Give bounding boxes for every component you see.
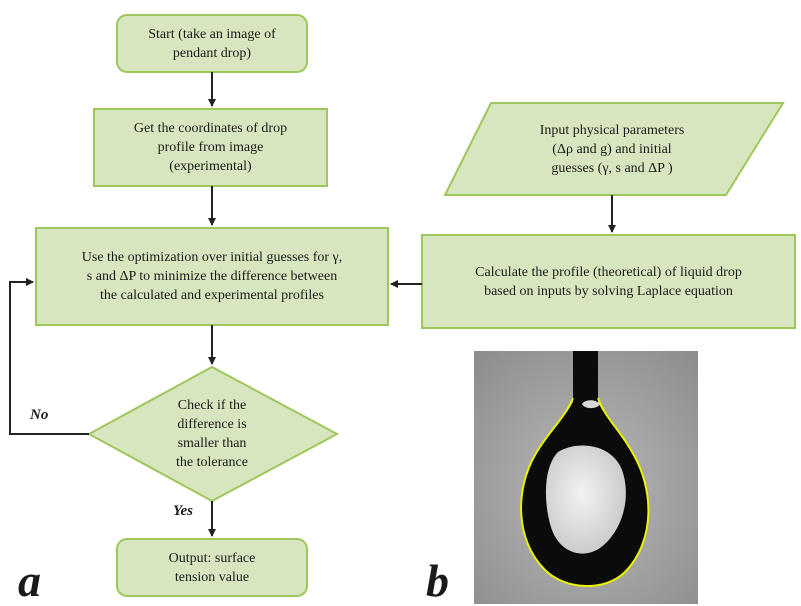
panel-label-b: b: [426, 555, 449, 606]
check-line-1: Check if the: [177, 398, 247, 413]
optimize-node: [35, 227, 389, 326]
input-node-text: Input physical parameters (Δρ and g) and…: [492, 103, 732, 195]
panel-label-a: a: [18, 555, 41, 606]
optimize-line-3: the calculated and experimental profiles: [100, 288, 324, 303]
output-line-1: Output: surface: [168, 550, 256, 566]
optimize-line-1: Use the optimization over initial guesse…: [81, 250, 343, 265]
output-node-text: Output: surface tension value: [117, 539, 307, 596]
check-line-3: smaller than: [177, 436, 247, 451]
calculate-node: [421, 234, 796, 329]
drop-outline: [520, 397, 650, 587]
calculate-node-text: Calculate the profile (theoretical) of l…: [422, 235, 795, 328]
no-label: No: [30, 407, 49, 423]
start-line-1: Start (take an image of: [148, 26, 276, 42]
check-line-4: the tolerance: [176, 455, 248, 470]
yes-label: Yes: [173, 503, 193, 519]
input-line-2: (Δρ and g) and initial: [552, 141, 672, 157]
input-line-3: guesses (γ, s and ΔP ): [551, 160, 673, 176]
drop-reflection: [545, 445, 626, 554]
coords-line-1: Get the coordinates of drop: [133, 121, 288, 136]
output-node: [116, 538, 308, 597]
input-node: [443, 102, 785, 196]
calculate-line-2: based on inputs by solving Laplace equat…: [484, 283, 733, 299]
optimize-line-2: s and ΔP to minimize the difference betw…: [86, 269, 338, 284]
arrow-no-loop: [9, 278, 89, 435]
coords-line-3: (experimental): [169, 159, 252, 174]
start-node-text: Start (take an image of pendant drop): [117, 15, 307, 72]
check-node-text: Check if the difference is smaller than …: [136, 392, 288, 476]
coords-node-text: Get the coordinates of drop profile from…: [94, 109, 327, 186]
coords-node: [93, 108, 328, 187]
optimize-node-text: Use the optimization over initial guesse…: [36, 228, 388, 325]
output-line-2: tension value: [174, 569, 250, 585]
check-line-2: difference is: [177, 417, 247, 432]
calculate-line-1: Calculate the profile (theoretical) of l…: [475, 264, 742, 280]
input-line-1: Input physical parameters: [539, 122, 685, 138]
coords-line-2: profile from image: [157, 140, 264, 155]
start-line-2: pendant drop): [172, 45, 252, 61]
pendant-drop-photo: [474, 351, 698, 604]
drop-neck-highlight: [582, 400, 600, 409]
